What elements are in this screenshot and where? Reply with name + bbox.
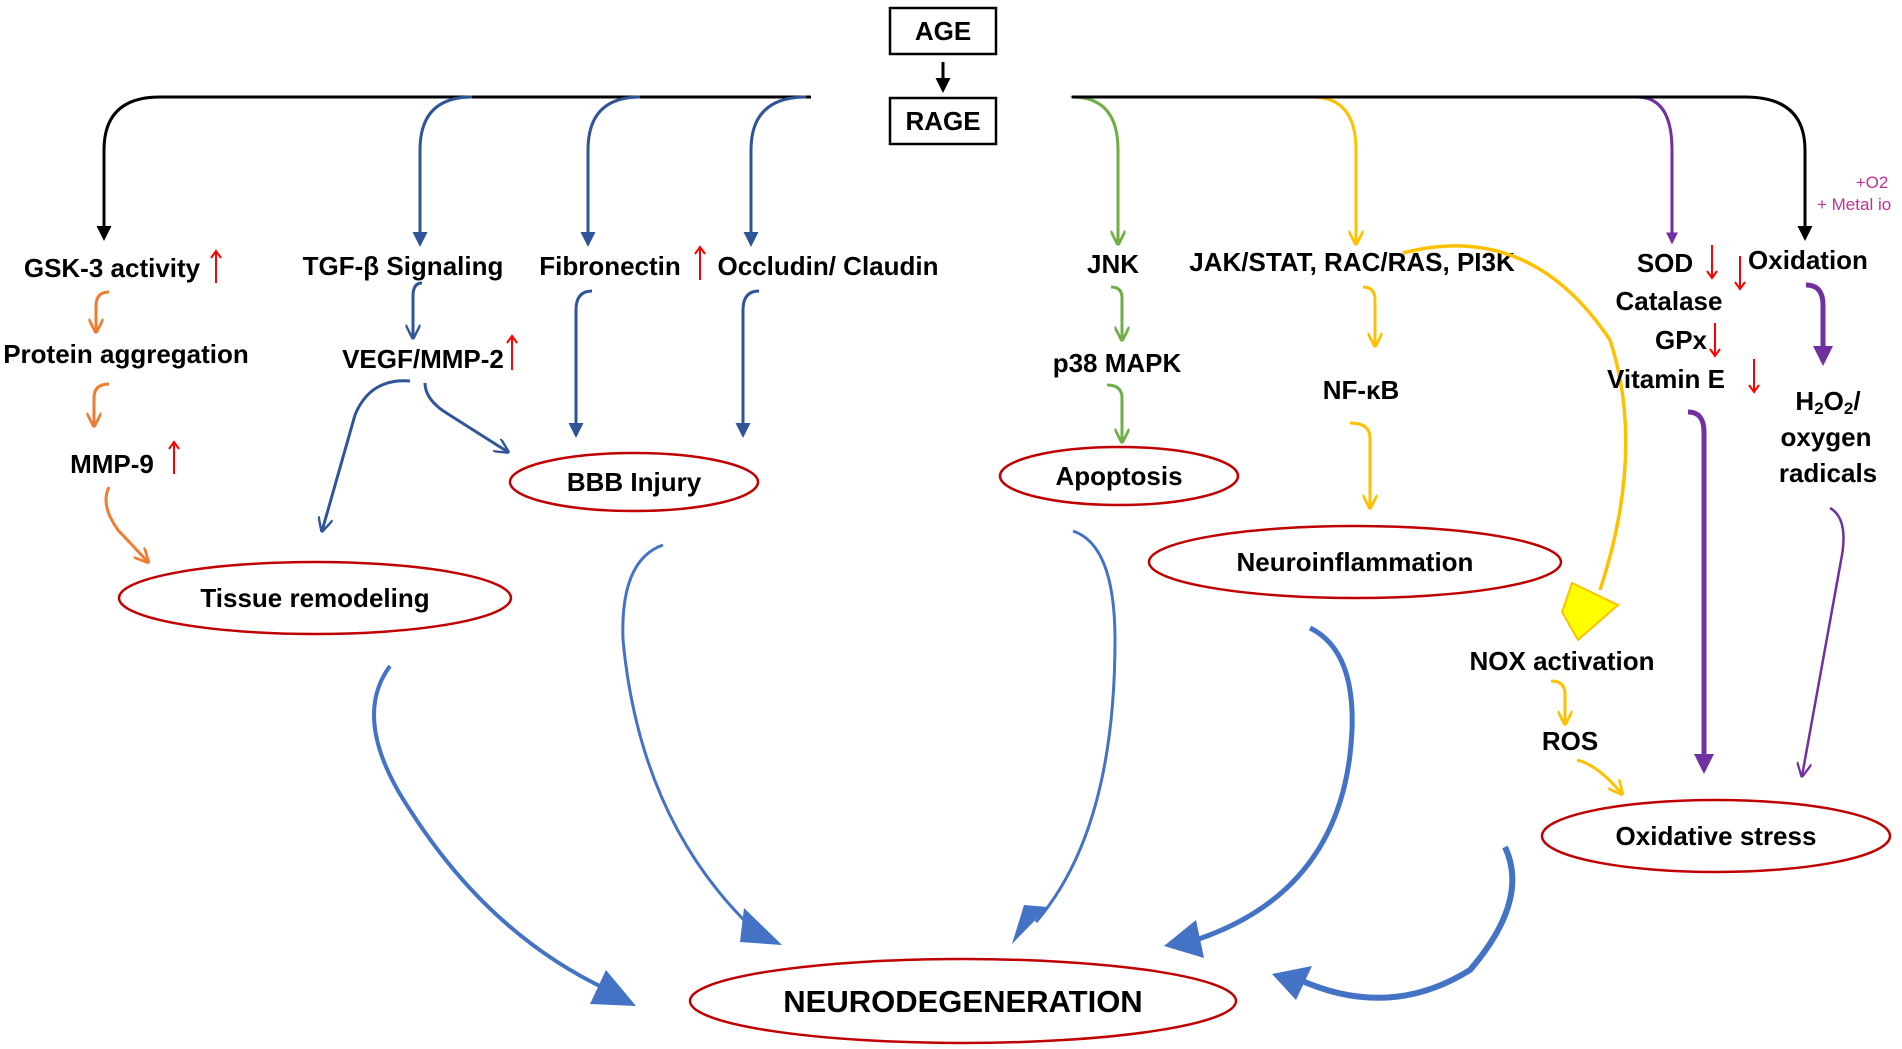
bbb-to-neurodegeneration-arrow <box>621 543 782 945</box>
oxidative-stress-node: Oxidative stress <box>1540 798 1892 874</box>
metal-ions-label: + Metal io <box>1817 195 1891 214</box>
apoptosis-label: Apoptosis <box>1055 461 1182 491</box>
jak-to-nox-arrowhead <box>1560 581 1620 642</box>
down-arrow-icon <box>1709 323 1721 358</box>
bbb-injury-node: BBB Injury <box>508 451 760 513</box>
nfkb-to-neuroinflammation-arrow <box>1349 421 1370 508</box>
vegf-to-bbb-arrow <box>423 382 508 452</box>
radicals-label: radicals <box>1779 458 1877 488</box>
rage-to-gsk3-arrow <box>96 95 811 241</box>
o2-label: +O2 <box>1856 173 1889 192</box>
oxidation-to-h2o2-arrow <box>1805 282 1833 366</box>
oxidative-stress-label: Oxidative stress <box>1616 821 1817 851</box>
tissue-to-neurodegeneration-arrow <box>372 664 636 1006</box>
vegf-to-tissue-arrow <box>322 379 411 531</box>
up-arrow-icon <box>506 334 518 370</box>
apoptosis-to-neurodegeneration-arrow <box>1012 529 1117 944</box>
nox-to-ros-arrow <box>1550 679 1565 724</box>
neuroinflammation-node: Neuroinflammation <box>1147 524 1563 600</box>
gsk3-to-protein-arrow <box>96 290 110 332</box>
bbb-injury-label: BBB Injury <box>567 467 702 497</box>
sod-label: SOD <box>1637 248 1693 278</box>
tgf-beta-label: TGF-β Signaling <box>303 251 504 281</box>
p38-mapk-label: p38 MAPK <box>1053 348 1182 378</box>
occludin-claudin-label: Occludin/ Claudin <box>717 251 938 281</box>
tgf-to-vegf-arrow <box>413 281 423 338</box>
ros-to-oxidative-stress-arrow <box>1576 758 1622 794</box>
p38-to-apoptosis-arrow <box>1106 383 1122 442</box>
ros-label: ROS <box>1542 726 1598 756</box>
jak-to-nfkb-arrow <box>1362 285 1375 346</box>
oxidation-label: Oxidation <box>1748 245 1868 275</box>
rage-to-oxidation-arrow <box>1072 95 1813 241</box>
rage-to-jak-arrow <box>1310 95 1356 246</box>
nox-activation-label: NOX activation <box>1470 646 1655 676</box>
jnk-label: JNK <box>1087 249 1139 279</box>
nfkb-label: NF-κB <box>1323 375 1400 405</box>
h2o2-to-oxidative-stress-arrow <box>1802 506 1845 776</box>
oxidative-stress-to-neurodegeneration-arrow <box>1272 845 1516 1001</box>
neuroinflammation-label: Neuroinflammation <box>1237 547 1474 577</box>
down-arrow-icon <box>1706 245 1718 280</box>
fibronectin-label: Fibronectin <box>539 251 681 281</box>
rage-label: RAGE <box>905 106 980 136</box>
catalase-label: Catalase <box>1616 286 1723 316</box>
age-node: AGE <box>888 6 998 56</box>
neurodegeneration-node: NEURODEGENERATION <box>688 957 1238 1045</box>
jak-to-nox-curve <box>1402 244 1628 591</box>
tissue-remodeling-node: Tissue remodeling <box>117 560 513 636</box>
protein-to-mmp9-arrow <box>94 382 110 426</box>
down-arrow-icon <box>1748 359 1760 394</box>
up-arrow-icon <box>210 249 222 283</box>
rage-to-sod-arrow <box>1636 95 1678 245</box>
apoptosis-node: Apoptosis <box>998 445 1240 507</box>
mmp9-label: MMP-9 <box>70 449 154 479</box>
jak-stat-label: JAK/STAT, RAC/RAS, PI3K <box>1189 247 1515 277</box>
neurodegeneration-label: NEURODEGENERATION <box>783 984 1142 1019</box>
oxygen-label: oxygen <box>1780 422 1871 452</box>
rage-to-jnk-arrow <box>1070 95 1118 246</box>
up-arrow-icon <box>694 245 706 280</box>
up-arrow-icon <box>168 440 180 474</box>
gpx-label: GPx <box>1655 325 1708 355</box>
age-label: AGE <box>915 16 971 46</box>
gsk3-activity-label: GSK-3 activity <box>24 253 201 283</box>
fibronectin-to-bbb-arrow <box>568 289 593 438</box>
h2o2-label: H2O2/ <box>1795 386 1860 418</box>
rage-to-tgf-arrow <box>412 95 473 247</box>
antioxidants-to-oxidative-stress-arrow <box>1687 409 1714 774</box>
jnk-to-p38-arrow <box>1110 285 1122 340</box>
vitamin-e-label: Vitamin E <box>1607 364 1725 394</box>
down-arrow-icon <box>1734 256 1746 291</box>
neuroinflammation-to-neurodegeneration-arrow <box>1164 625 1355 958</box>
tissue-remodeling-label: Tissue remodeling <box>200 583 429 613</box>
protein-aggregation-label: Protein aggregation <box>3 339 249 369</box>
rage-to-fibronectin-arrow <box>580 95 641 247</box>
vegf-mmp2-label: VEGF/MMP-2 <box>342 344 504 374</box>
rage-node: RAGE <box>888 96 998 146</box>
mmp9-to-tissue-arrow <box>104 486 148 562</box>
rage-to-occludin-arrow <box>743 95 807 247</box>
occludin-to-bbb-arrow <box>735 289 760 438</box>
